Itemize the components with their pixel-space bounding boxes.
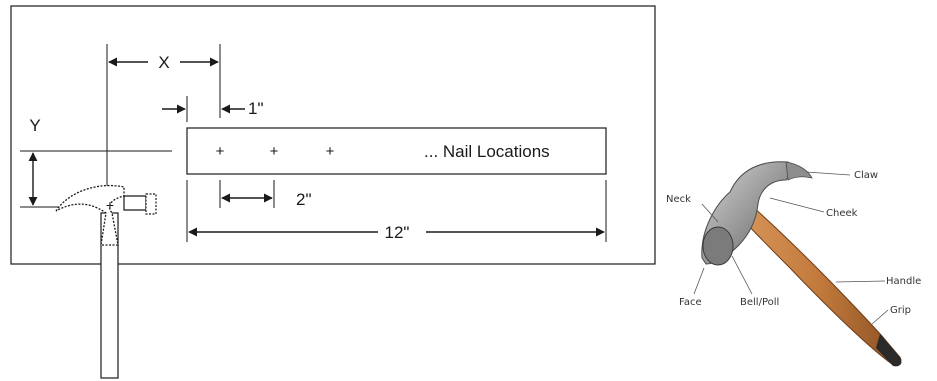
length-label: 12" xyxy=(385,223,410,242)
nail-locations-label: ... Nail Locations xyxy=(424,142,550,161)
nail-mark-2: + xyxy=(270,143,279,160)
y-dimension-label: Y xyxy=(29,116,40,135)
callout-bell xyxy=(731,255,753,295)
nail-mark-3: + xyxy=(326,143,335,160)
part-label-handle: Handle xyxy=(886,276,921,287)
callout-cheek xyxy=(769,197,825,213)
x-dimension-label: X xyxy=(158,53,169,72)
nail-mark-1: + xyxy=(216,143,225,160)
callout-face xyxy=(693,267,705,295)
callout-handle xyxy=(835,280,886,283)
part-label-bell: Bell/Poll xyxy=(740,297,779,308)
part-label-cheek: Cheek xyxy=(826,208,858,219)
part-label-grip: Grip xyxy=(890,305,911,316)
callout-neck xyxy=(701,203,719,223)
callout-claw xyxy=(805,171,851,176)
hammer-face-disc xyxy=(702,226,734,266)
part-label-neck: Neck xyxy=(666,194,691,205)
hammer-photo: Claw Cheek Neck Handle Grip Face Bell/Po… xyxy=(666,161,921,367)
nail-strip xyxy=(186,127,607,175)
schematic-hammer: + xyxy=(55,184,157,379)
hammer-grip xyxy=(876,334,902,367)
schematic-face xyxy=(145,193,157,215)
hammer-claw-tip xyxy=(785,161,813,181)
offset-label: 1" xyxy=(248,99,264,118)
hammer-handle-wood xyxy=(737,205,902,365)
spacing-label: 2" xyxy=(296,190,312,209)
callout-grip xyxy=(871,309,889,325)
schematic-neck xyxy=(123,195,147,211)
part-label-face: Face xyxy=(679,297,702,308)
schematic-head xyxy=(55,184,125,246)
part-label-claw: Claw xyxy=(854,170,878,181)
head-center-mark: + xyxy=(106,197,114,213)
